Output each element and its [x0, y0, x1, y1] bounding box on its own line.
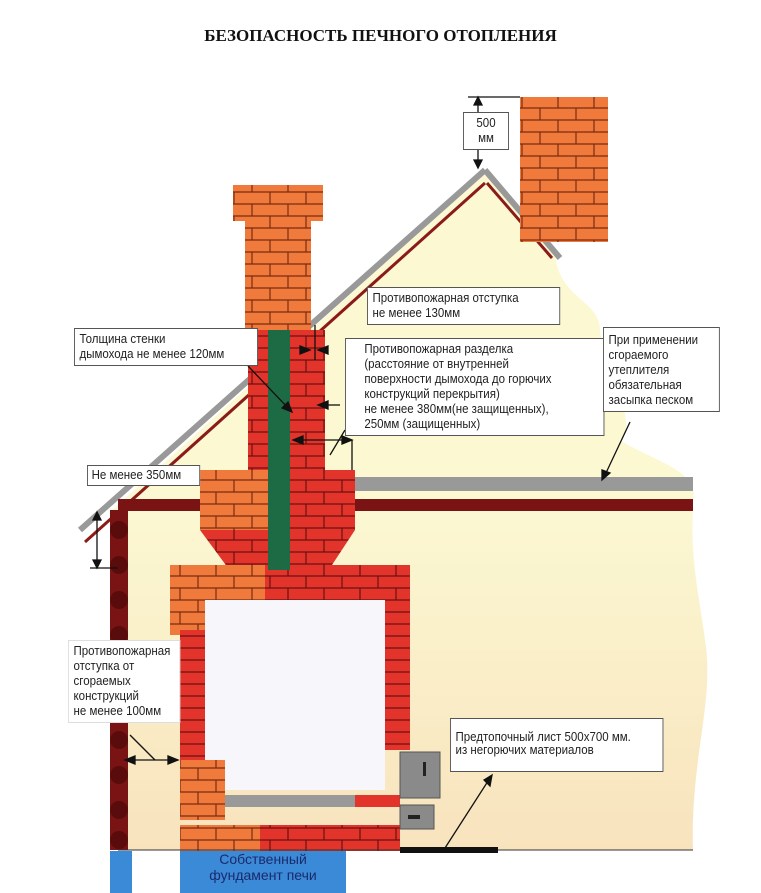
label-setback-130: Противопожарная отступка не менее 130мм	[367, 287, 561, 325]
label-line: (расстояние от внутренней	[364, 357, 509, 371]
label-line: 500	[476, 116, 496, 130]
label-wall-thickness: Толщина стенки дымохода не менее 120мм	[74, 328, 258, 366]
chimney-far	[520, 97, 608, 242]
label-line: отступка от	[73, 659, 135, 673]
label-line: фундамент печи	[209, 867, 317, 883]
label-line: из негорючих материалов	[455, 743, 594, 757]
label-line: утеплителя	[608, 363, 670, 377]
chimney	[200, 185, 355, 570]
label-line: Противопожарная отступка	[372, 291, 519, 305]
label-line: Не менее 350мм	[91, 468, 182, 482]
label-line: обязательная	[608, 378, 682, 392]
label-insulation: При применении сгораемого утеплителя обя…	[603, 327, 720, 412]
label-line: Противопожарная	[73, 644, 171, 658]
label-line: не менее 130мм	[372, 306, 461, 320]
page-title: БЕЗОПАСНОСТЬ ПЕЧНОГО ОТОПЛЕНИЯ	[204, 26, 557, 45]
label-line: не менее 100мм	[73, 704, 162, 718]
label-line: сгораемого	[608, 348, 669, 362]
label-line: Противопожарная разделка	[364, 342, 514, 356]
label-line: конструкций перекрытия)	[364, 387, 500, 401]
label-razdelka: Противопожарная разделка (расстояние от …	[345, 338, 605, 436]
label-line: 250мм (защищенных)	[364, 417, 481, 431]
stove	[170, 565, 441, 851]
label-line: Толщина стенки	[79, 332, 166, 346]
label-line: конструкций	[73, 689, 139, 703]
label-height-above-roof: 500 мм	[463, 112, 509, 150]
label-setback-100: Противопожарная отступка от сгораемых ко…	[68, 640, 181, 723]
label-line: Собственный	[219, 851, 307, 867]
flue-channel	[268, 330, 290, 570]
label-pre-furnace-sheet: Предтопочный лист 500х700 мм. из негорюч…	[450, 718, 664, 772]
label-line: мм	[478, 131, 494, 145]
label-foundation: Собственный фундамент печи	[180, 851, 346, 883]
pre-furnace-sheet	[400, 847, 498, 853]
label-line: дымохода не менее 120мм	[79, 347, 225, 361]
label-line: При применении	[608, 333, 699, 347]
label-line: сгораемых	[73, 674, 131, 688]
label-line: Предтопочный лист 500х700 мм.	[455, 730, 631, 744]
label-line: поверхности дымохода до горючих	[364, 372, 552, 386]
label-line: не менее 380мм(не защищенных),	[364, 402, 549, 416]
foundation	[180, 851, 346, 893]
label-min-350: Не менее 350мм	[87, 465, 201, 486]
stove-door	[399, 751, 441, 799]
label-line: засыпка песком	[608, 393, 694, 407]
